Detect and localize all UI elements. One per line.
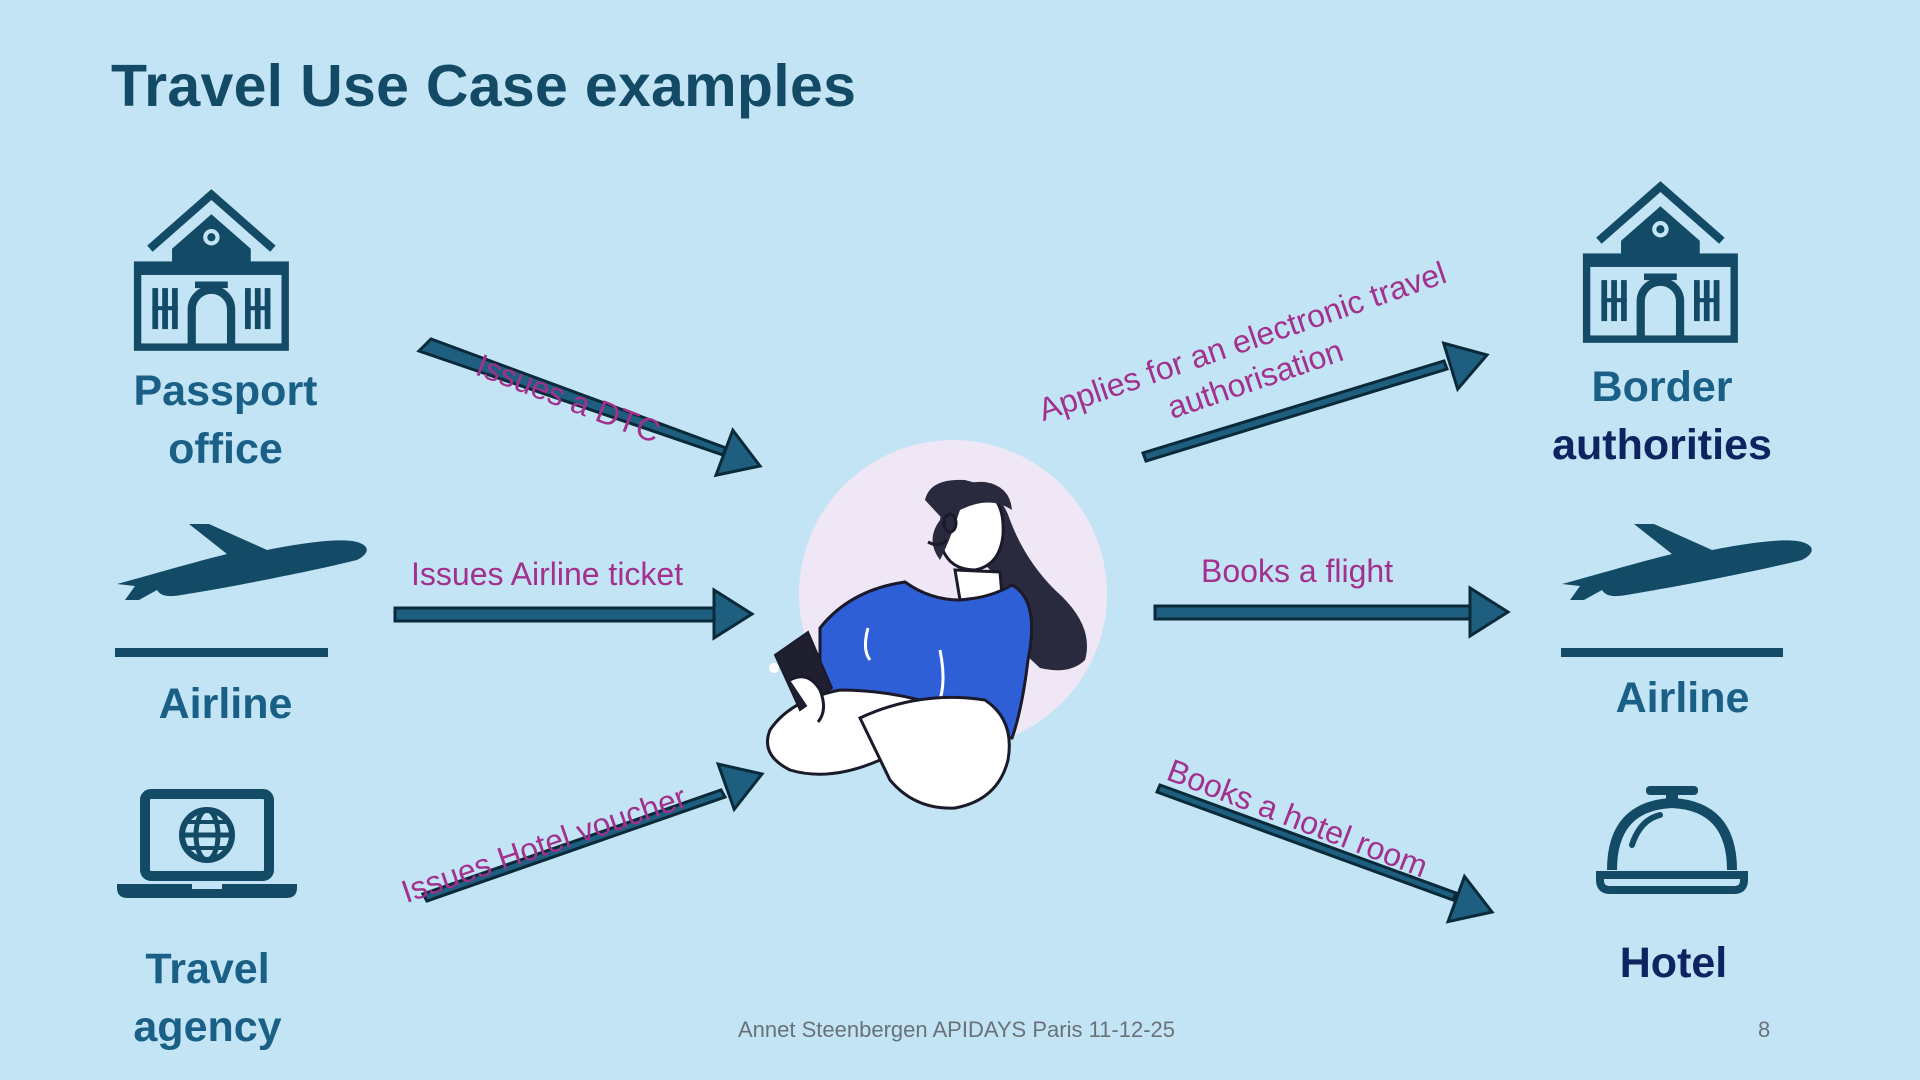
page-number: 8 bbox=[1758, 1017, 1771, 1042]
arrow-books-hotel-room bbox=[1154, 783, 1502, 937]
border-line2: authorities bbox=[1552, 421, 1772, 469]
left-passport-office-icon bbox=[138, 195, 286, 348]
agency-line1: Travel bbox=[145, 945, 270, 993]
left-travel-agency-label: Travel agency bbox=[100, 940, 315, 1056]
left-airplane-icon bbox=[117, 524, 367, 600]
right-airline-label: Airline bbox=[1615, 674, 1750, 722]
right-hotel-label: Hotel bbox=[1566, 934, 1781, 992]
right-border-authorities-label: Border authorities bbox=[1530, 358, 1794, 474]
border-line1: Border bbox=[1591, 363, 1733, 411]
annotation-books-flight: Books a flight bbox=[1201, 553, 1394, 589]
right-runway-line bbox=[1561, 648, 1783, 657]
footer-credit: Annet Steenbergen APIDAYS Paris 11-12-25 bbox=[738, 1017, 1176, 1042]
left-airline-label: Airline bbox=[158, 680, 293, 728]
left-laptop-globe-icon bbox=[117, 789, 297, 898]
hotel-label-text: Hotel bbox=[1619, 939, 1728, 987]
right-hotel-bell-icon bbox=[1596, 786, 1748, 894]
right-airplane-icon bbox=[1562, 524, 1812, 600]
passport-line2: office bbox=[168, 425, 283, 473]
arrow-books-flight bbox=[1153, 586, 1510, 638]
agency-line2: agency bbox=[133, 1003, 282, 1051]
annotation-issues-airline-ticket: Issues Airline ticket bbox=[411, 556, 684, 592]
arrow-issues-hotel-voucher bbox=[420, 749, 772, 903]
right-border-authorities-icon bbox=[1587, 187, 1735, 340]
traveler-illustration bbox=[766, 440, 1107, 810]
left-runway-line bbox=[115, 648, 328, 657]
left-passport-office-label: Passport office bbox=[118, 362, 333, 478]
arrow-applies-eta bbox=[1141, 330, 1496, 463]
arrow-issues-airline-ticket bbox=[393, 588, 754, 640]
arrow-issues-dtc bbox=[416, 337, 770, 490]
passport-line1: Passport bbox=[133, 367, 318, 415]
page-title: Travel Use Case examples bbox=[111, 53, 857, 119]
